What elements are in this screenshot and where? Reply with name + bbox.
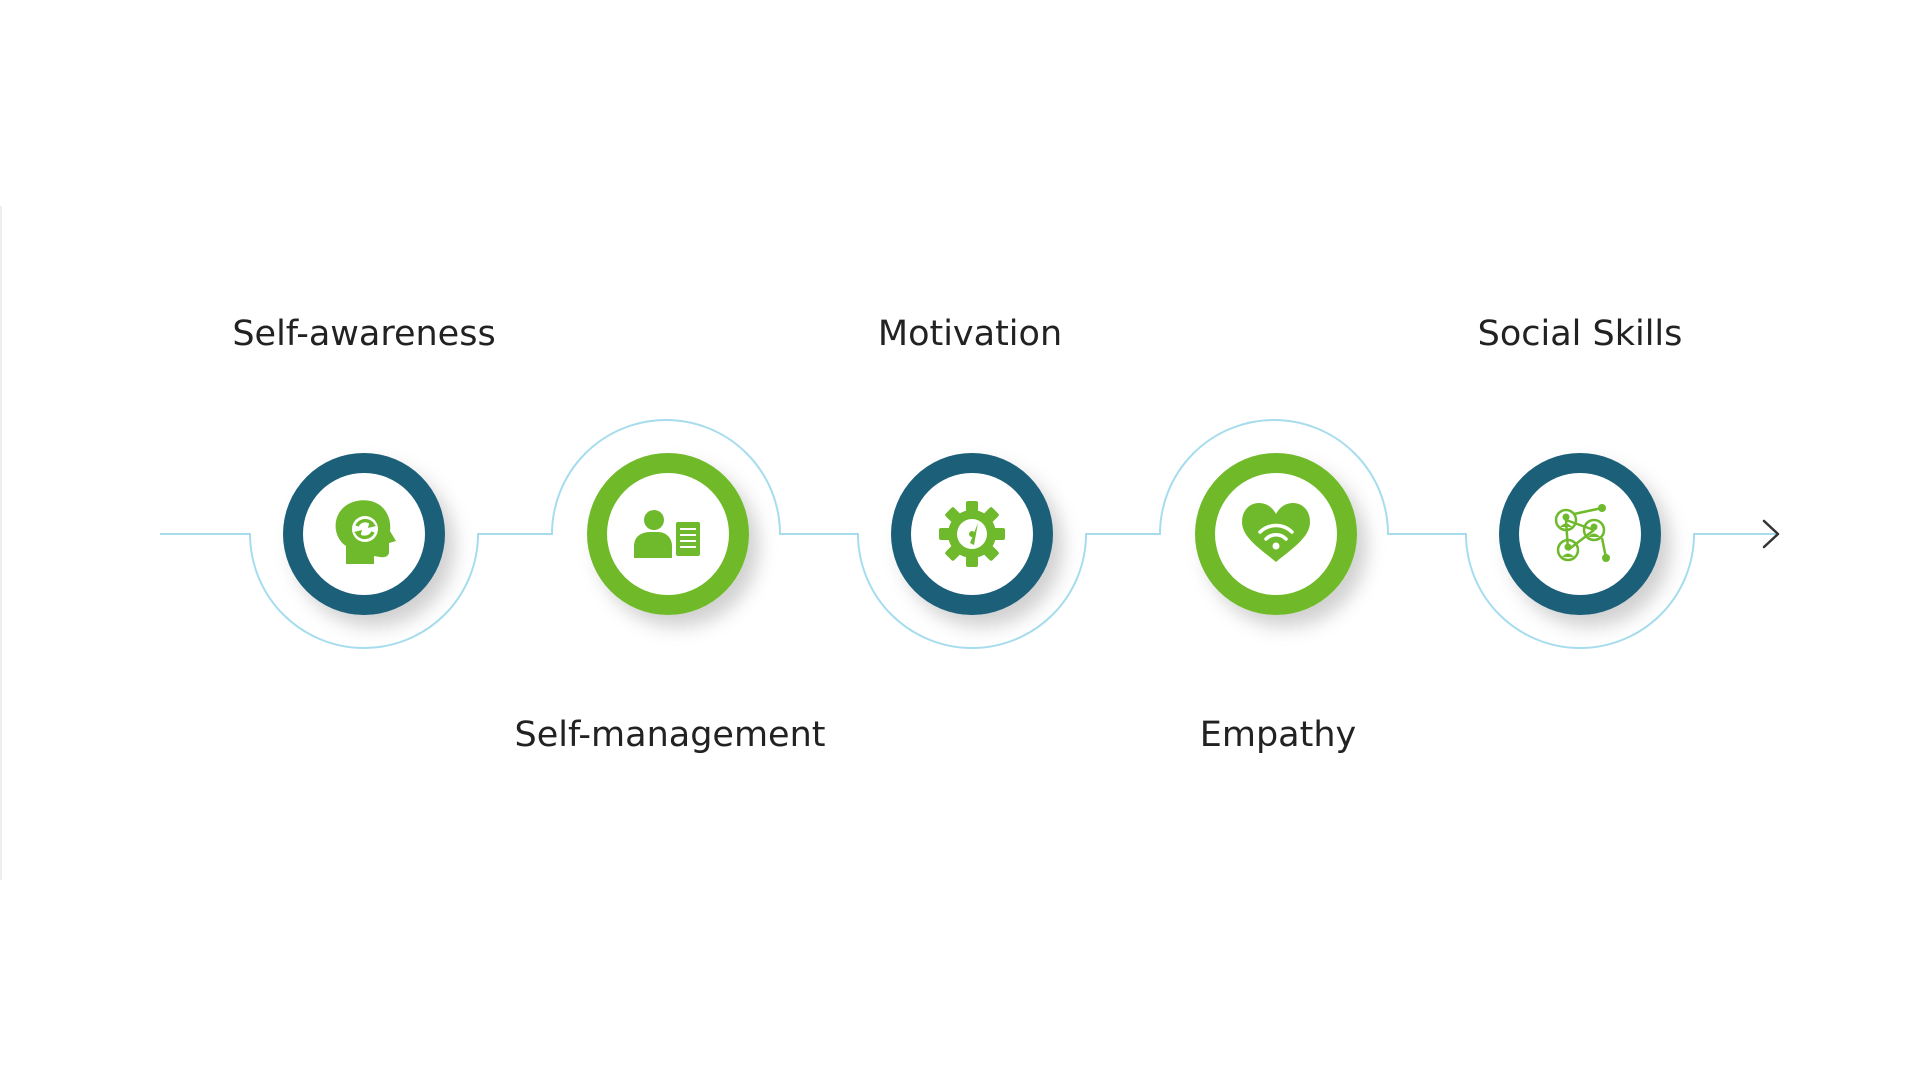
label-motivation: Motivation — [877, 314, 1063, 354]
person-document-icon — [634, 510, 700, 558]
step-empathy — [1195, 453, 1357, 615]
gear-gauge-icon — [939, 501, 1005, 567]
label-empathy: Empathy — [1199, 715, 1357, 755]
left-divider — [0, 206, 2, 880]
step-self-management — [587, 453, 749, 615]
label-self-awareness: Self-awareness — [232, 314, 496, 354]
head-refresh-icon — [335, 500, 396, 564]
label-social-skills: Social Skills — [1477, 314, 1683, 354]
connector-line — [160, 419, 1776, 649]
label-self-management: Self-management — [514, 715, 826, 755]
people-network-icon — [1554, 504, 1610, 562]
step-motivation — [891, 453, 1053, 615]
step-social-skills — [1499, 453, 1661, 615]
step-self-awareness — [283, 453, 445, 615]
arrow-head-icon — [1762, 519, 1780, 549]
heart-wifi-icon — [1242, 503, 1310, 562]
